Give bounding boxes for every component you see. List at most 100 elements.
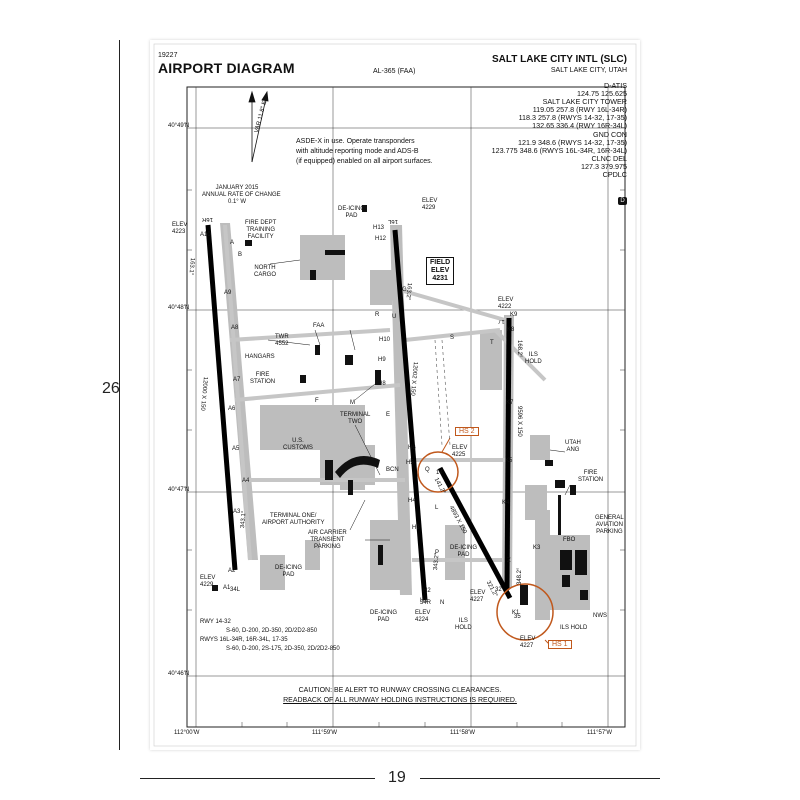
asde-line-1: ASDE-X in use. Operate transponders [296, 138, 415, 145]
label-line: TERMINAL [340, 412, 371, 418]
elev-value: 4229 [422, 205, 436, 211]
taxiway-label-e: E [386, 412, 391, 418]
label-line: HOLD [455, 625, 472, 631]
taxiway-label-t: T [490, 340, 494, 346]
frequency-line: 127.3 379.975 [581, 161, 627, 171]
elev-label: ELEV [452, 445, 468, 451]
label-line: 4552 [275, 341, 289, 347]
asde-line-3: (if equipped) enabled on all airport sur… [296, 158, 433, 165]
tower-label: TWR 4552 [275, 334, 289, 348]
rwy-17-number: 17 [498, 318, 505, 324]
cpdlc-badge: D [618, 197, 627, 205]
frequency-line: 132.65 336.4 (RWY 16R-34L) [532, 121, 627, 131]
taxiway-label-h1: H1 [420, 598, 428, 604]
hot-spot-1-tag[interactable]: HS 1 [548, 640, 572, 649]
rwys-multi-values: S-60, D-200, 2S-175, 2D-350, 2D/2D2-850 [226, 646, 340, 652]
ils-hold-south-label: ILS HOLD [455, 618, 472, 632]
chart-id: 19227 [158, 52, 178, 59]
label-line: FACILITY [247, 234, 274, 240]
rwy-16r-number: 16R [202, 216, 214, 222]
lon-111-59: 111°59'W [312, 730, 338, 736]
taxiway-label-a1: A1 [223, 585, 231, 591]
taxiway-label-h3: H3 [412, 525, 420, 531]
rwy-32-elev: ELEV 4227 [470, 590, 485, 604]
lon-111-58: 111°58'W [450, 730, 476, 736]
label-line: U.S. [292, 438, 304, 444]
taxiway-label-a7: A7 [233, 377, 241, 383]
taxiway-label-h8: H8 [378, 381, 386, 387]
beacon-label: BCN [386, 467, 399, 473]
elev-label: ELEV [172, 222, 188, 228]
width-dimension-line-left [140, 778, 375, 779]
airport-name-text: SALT LAKE CITY INTL [491, 54, 598, 65]
label-line: DE-ICING [450, 545, 477, 551]
label-line: AVIATION [595, 522, 623, 528]
caution-line-2: READBACK OF ALL RUNWAY HOLDING INSTRUCTI… [283, 697, 517, 704]
elev-label: ELEV [520, 636, 536, 642]
label-line: STATION [578, 477, 604, 483]
taxiway-label-a10: A10 [200, 232, 211, 238]
field-elev-value: 4231 [432, 275, 448, 282]
label-line: TERMINAL ONE/ [270, 513, 317, 519]
label-line: AIR CARRIER [308, 530, 347, 536]
ils-hold-north-label: ILS HOLD [525, 352, 542, 366]
air-carrier-parking-label: AIR CARRIER TRANSIENT PARKING [308, 530, 347, 551]
frequency-line: CLNC DEL [591, 153, 627, 163]
taxiway-label-k9: K9 [510, 312, 518, 318]
frequency-line: GND CON [593, 129, 627, 139]
rwy-34l-heading: 343.1° [240, 510, 248, 529]
rwy-34l-elev: ELEV 4229 [200, 575, 215, 589]
lat-40-47: 40°47'N [168, 487, 190, 493]
taxiway-label-h4: H4 [408, 498, 416, 504]
runway-strength-table: RWY 14-32 S-60, D-200, 2D-350, 2D/2D2-85… [200, 618, 340, 654]
taxiway-label-b: B [238, 252, 243, 258]
label-line: DE-ICING [338, 206, 365, 212]
taxiway-label-k3: K3 [533, 545, 541, 551]
taxiway-label-r: R [375, 312, 380, 318]
field-elev-label-1: FIELD [430, 259, 451, 266]
hot-spot-2-tag[interactable]: HS 2 [455, 427, 479, 436]
taxiway-label-a3: A3 [233, 509, 241, 515]
frequency-line: CPDLC [602, 170, 627, 180]
runway-14-32 [437, 466, 513, 600]
taxiway-label-a9: A9 [224, 290, 232, 296]
lon-112-00: 112°00'W [174, 730, 200, 736]
taxiway-label-h6: H6 [408, 445, 416, 451]
rate-change-title: ANNUAL RATE OF CHANGE [202, 192, 281, 198]
lat-40-46: 40°46'N [168, 671, 190, 677]
hangars-label: HANGARS [245, 354, 275, 360]
deicing-center-label: DE-ICING PAD [450, 545, 477, 559]
elev-value: 4223 [172, 229, 186, 235]
elev-value: 4227 [520, 643, 534, 649]
taxiway-label-k5: K5 [505, 458, 513, 464]
rwy-35-number: 35 [514, 614, 521, 620]
label-line: FIRE [583, 470, 598, 476]
diagram-graphics [153, 43, 637, 747]
us-customs-label: U.S. CUSTOMS [283, 438, 313, 452]
taxiway-label-a8: A8 [231, 325, 239, 331]
taxiway-label-h10: H10 [379, 337, 391, 343]
taxiway-label-h9: H9 [378, 357, 386, 363]
label-line: AIRPORT AUTHORITY [262, 520, 325, 526]
width-dimension-line-right [420, 778, 660, 779]
taxiway-label-q: Q [425, 467, 430, 473]
taxiway-label-h2: H2 [423, 588, 431, 594]
buildings [245, 205, 588, 605]
label-line: NORTH [254, 265, 276, 271]
airport-city: SALT LAKE CITY, UTAH [550, 67, 627, 74]
rwy-14-32-values: S-60, D-200, 2D-350, 2D/2D2-850 [226, 628, 318, 634]
taxiway-label-a5: A5 [232, 446, 240, 452]
deicing-sw-label: DE-ICING PAD [275, 565, 302, 579]
rwys-multi-label: RWYS 16L-34R, 16R-34L, 17-35 [200, 637, 288, 643]
label-line: PARKING [596, 529, 623, 535]
north-arrow [248, 90, 269, 163]
rate-change-value: 0.1° W [227, 199, 247, 205]
label-line: TWO [348, 419, 363, 425]
rwy-17-elev: ELEV 4222 [498, 297, 513, 311]
caution-line-1: CAUTION: BE ALERT TO RUNWAY CROSSING CLE… [298, 687, 502, 694]
width-dimension-label: 19 [388, 769, 406, 786]
frequency-line: 119.05 257.8 (RWY 16L-34R) [532, 105, 627, 115]
label-line: ILS [528, 352, 538, 358]
frequency-line: 124.75 125.625 [577, 89, 627, 99]
